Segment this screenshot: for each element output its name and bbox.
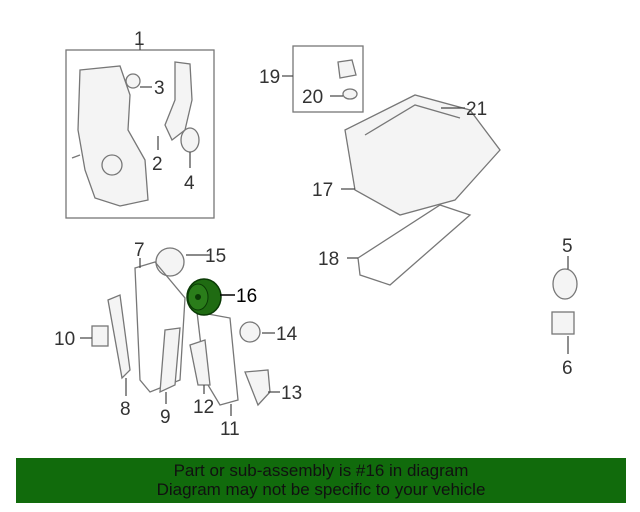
callout-2: 2 [152, 154, 163, 175]
oil-cap-group-box [292, 45, 364, 113]
callout-4: 4 [184, 173, 195, 194]
oil-cap [337, 59, 357, 79]
callout-11: 11 [220, 419, 240, 440]
callout-20: 20 [302, 87, 323, 108]
banner-line-1: Part or sub-assembly is #16 in diagram [173, 461, 469, 480]
callout-9: 9 [160, 407, 171, 428]
oil-seal-4 [180, 127, 200, 153]
tensioner-arm-13 [244, 369, 271, 407]
valve-cover-gasket-18 [357, 204, 472, 286]
callout-8: 8 [120, 399, 131, 420]
callout-15: 15 [205, 246, 226, 267]
callout-1: 1 [134, 29, 145, 50]
sprocket-14 [239, 321, 261, 343]
callout-19: 19 [259, 67, 280, 88]
guide-12 [189, 339, 211, 386]
callout-13: 13 [281, 383, 302, 404]
gasket-2 [164, 61, 193, 142]
guide-8 [107, 294, 131, 380]
valve-cover-17 [344, 94, 501, 216]
guide-9 [159, 327, 181, 394]
callout-7: 7 [134, 240, 145, 261]
callout-17: 17 [312, 180, 333, 201]
seal-5 [552, 268, 578, 300]
callout-3: 3 [154, 78, 165, 99]
callout-18: 18 [318, 249, 339, 270]
leader-lines [80, 44, 569, 416]
seal-3 [125, 73, 141, 89]
timing-cover [77, 65, 149, 207]
part-6 [551, 311, 575, 335]
tensioner-10 [91, 325, 109, 347]
callout-10: 10 [54, 329, 75, 350]
cap-seal-20 [342, 88, 358, 100]
banner-line-2: Diagram may not be specific to your vehi… [156, 480, 486, 499]
callout-12: 12 [193, 397, 214, 418]
highlighted-part-16[interactable] [186, 278, 222, 316]
timing-chain-7 [134, 261, 186, 393]
callout-14: 14 [276, 324, 298, 345]
callout-16: 16 [236, 286, 257, 307]
callout-21: 21 [466, 99, 487, 120]
callout-5: 5 [562, 236, 573, 257]
callout-6: 6 [562, 358, 573, 379]
sprocket-15 [155, 247, 185, 277]
part-info-banner: Part or sub-assembly is #16 in diagram D… [16, 458, 626, 503]
